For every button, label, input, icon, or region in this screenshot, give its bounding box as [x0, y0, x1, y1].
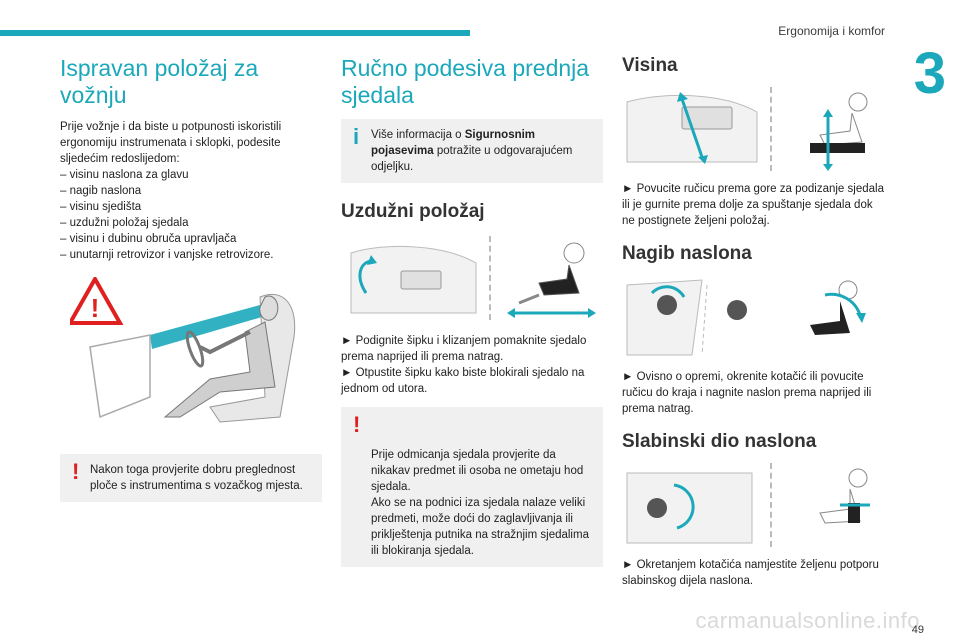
- list-item: – nagib naslona: [60, 185, 142, 197]
- column-2: Ručno podesiva prednja sjedala i Više in…: [341, 55, 603, 567]
- longitudinal-title: Uzdužni položaj: [341, 201, 485, 222]
- recline-text: ► Ovisno o opremi, okrenite kotačić ili …: [622, 371, 872, 415]
- manual-seats-title: Ručno podesiva prednja sjedala: [341, 55, 590, 108]
- longitudinal-step-1: ► Podignite šipku i klizanjem pomaknite …: [341, 335, 587, 363]
- height-title: Visina: [622, 55, 678, 76]
- height-text: ► Povucite ručicu prema gore za podizanj…: [622, 183, 884, 227]
- warning-text: Nakon toga provjerite dobru preglednost …: [90, 464, 303, 492]
- info-text-pre: Više informacija o: [371, 129, 465, 141]
- lumbar-rotate-icon: [673, 483, 695, 530]
- rotate-arrow-icon: [650, 285, 686, 298]
- list-item: – unutarnji retrovizor i vanjske retrovi…: [60, 249, 274, 261]
- info-note-seatbelts: i Više informacija o Sigurnosnim pojasev…: [341, 119, 603, 183]
- list-item: – visinu i dubinu obruča upravljača: [60, 233, 237, 245]
- lumbar-title: Slabinski dio naslona: [622, 431, 817, 452]
- watermark: carmanualsonline.info: [695, 608, 920, 633]
- list-item: – uzdužni položaj sjedala: [60, 217, 189, 229]
- page-number: 49: [911, 624, 924, 636]
- chapter-number: 3: [913, 41, 946, 106]
- exclamation-icon: !: [72, 459, 80, 484]
- info-text-bold: Sigurnosnim pojasevima: [371, 129, 536, 157]
- driving-position-intro: Prije vožnje i da biste u potpunosti isk…: [60, 121, 282, 165]
- section-title: Ergonomija i komfor: [778, 24, 885, 38]
- exclamation-icon: !: [353, 412, 361, 437]
- header-accent-bar: [0, 30, 470, 36]
- driver-position-figure: !: [66, 274, 322, 442]
- lumbar-text: ► Okretanjem kotačića namjestite željenu…: [622, 559, 879, 587]
- warning-note-seat-travel: ! Prije odmicanja sjedala provjerite da …: [341, 407, 603, 567]
- longitudinal-step-2: ► Otpustite šipku kako biste blokirali s…: [341, 367, 585, 395]
- figure-divider: [770, 463, 772, 547]
- info-icon: i: [353, 124, 360, 149]
- recline-arrow-icon: [824, 292, 862, 316]
- recline-title: Nagib naslona: [622, 243, 752, 264]
- recline-figure: [622, 275, 884, 359]
- column-1: Ispravan položaj za vožnju Prije vožnje …: [60, 55, 322, 502]
- height-figure: [622, 87, 884, 171]
- list-item: – visinu naslona za glavu: [60, 169, 189, 181]
- longitudinal-figure: [341, 233, 603, 323]
- column-3: Visina ► Povucite ručicu prema gore za p…: [622, 55, 884, 589]
- adjustment-list: – visinu naslona za glavu – nagib naslon…: [60, 167, 322, 263]
- lumbar-figure: [622, 463, 884, 547]
- warning-note-visibility: ! Nakon toga provjerite dobru preglednos…: [60, 454, 322, 502]
- figure-divider: [770, 87, 772, 171]
- height-arrow-icon: [680, 98, 704, 158]
- figure-divider: [489, 236, 491, 320]
- driving-position-title: Ispravan položaj za vožnju: [60, 55, 259, 108]
- warning-triangle-icon: [66, 274, 124, 325]
- svg-text:!: !: [91, 293, 100, 323]
- list-item: – visinu sjedišta: [60, 201, 142, 213]
- info-text-post: potražite u odgovarajućem odjeljku.: [371, 145, 573, 173]
- warning-text: Prije odmicanja sjedala provjerite da ni…: [371, 449, 589, 557]
